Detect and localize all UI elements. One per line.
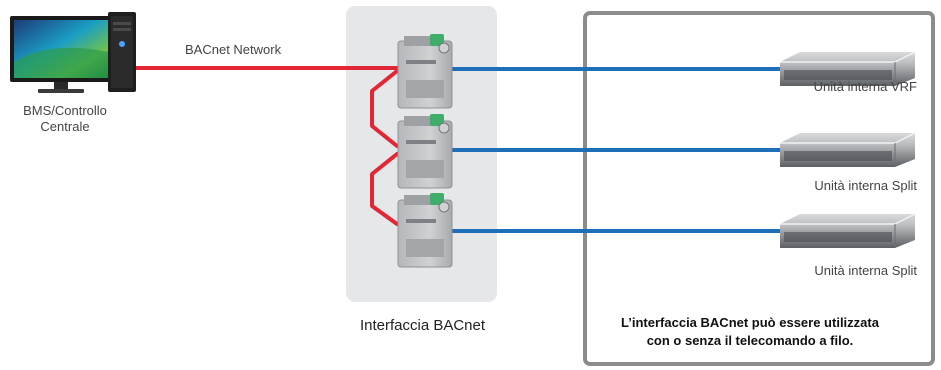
indoor-unit-icon	[780, 51, 916, 86]
bms-label: BMS/Controllo Centrale	[10, 103, 120, 135]
bms-label-line2: Centrale	[40, 119, 90, 134]
interface-device	[397, 34, 453, 109]
unit-label: Unità interna VRF	[813, 79, 917, 94]
usage-note-line1: L’interfaccia BACnet può essere utilizza…	[621, 315, 879, 330]
network-label: BACnet Network	[185, 42, 282, 57]
unit-label: Unità interna Split	[814, 178, 917, 193]
usage-note: L’interfaccia BACnet può essere utilizza…	[590, 314, 910, 350]
interface-device	[397, 114, 453, 189]
interface-device	[397, 193, 453, 268]
indoor-unit-icon	[780, 213, 916, 248]
computer-icon	[10, 12, 136, 93]
indoor-unit-icon	[780, 132, 916, 167]
units-frame	[583, 11, 935, 366]
bms-label-line1: BMS/Controllo	[23, 103, 107, 118]
bacnet-lines	[134, 66, 407, 226]
unit-label: Unità interna Split	[814, 263, 917, 278]
interface-label: Interfaccia BACnet	[359, 317, 486, 334]
unit-lines	[452, 67, 780, 233]
usage-note-line2: con o senza il telecomando a filo.	[646, 333, 854, 348]
